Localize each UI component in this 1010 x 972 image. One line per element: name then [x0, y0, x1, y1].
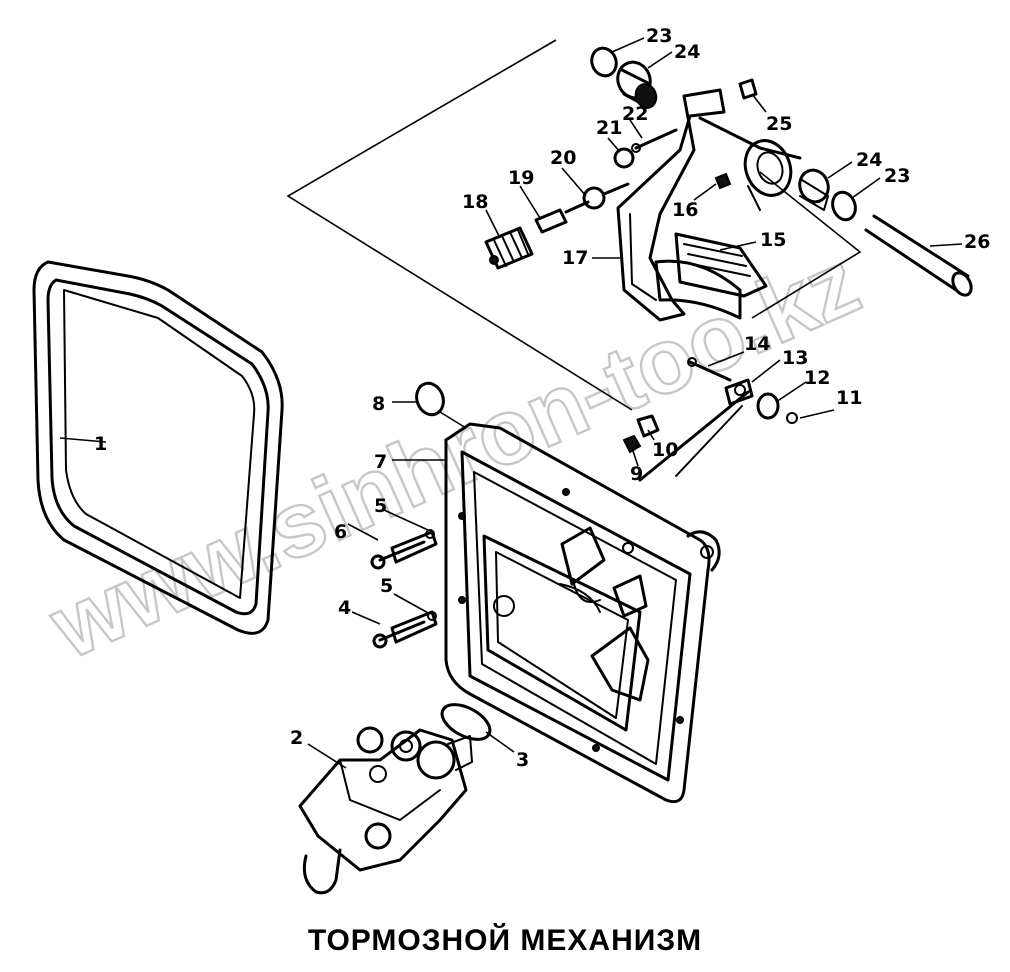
- label-part-19: 19: [508, 167, 534, 189]
- part-labels: 1 2 3 4 5 5 6 7 8 9 10 11 12 13 14 15 16…: [94, 25, 990, 771]
- part-19-pin: [534, 208, 568, 234]
- part-11-cotter: [786, 412, 798, 424]
- label-part-13: 13: [782, 347, 808, 369]
- label-part-5-upper: 5: [374, 495, 387, 517]
- label-part-23-lower: 23: [884, 165, 910, 187]
- part-16-nut: [714, 172, 732, 190]
- part-6-bolt: [370, 530, 438, 570]
- label-part-14: 14: [744, 333, 770, 355]
- part-12-bushing: [756, 392, 780, 420]
- part-7-housing-plate: [444, 422, 721, 804]
- part-22-bolt-head: [631, 143, 641, 153]
- label-part-3: 3: [516, 749, 529, 771]
- label-part-9: 9: [630, 463, 643, 485]
- label-part-15: 15: [760, 229, 786, 251]
- label-part-10: 10: [652, 439, 678, 461]
- part-2-brake-valve: [298, 726, 473, 895]
- part-22-bolt: [634, 128, 678, 150]
- part-18-spring: [484, 226, 534, 270]
- label-part-23-upper: 23: [646, 25, 672, 47]
- part-14-pin: [688, 360, 732, 382]
- push-rod: [638, 390, 750, 482]
- label-part-5-lower: 5: [380, 575, 393, 597]
- diagram-caption: ТОРМОЗНОЙ МЕХАНИЗМ: [307, 924, 703, 957]
- part-10-nut: [636, 414, 660, 438]
- part-17-pedal-lever: [616, 88, 726, 322]
- part-23-washer-lower: [831, 190, 857, 222]
- part-23-washer-upper: [590, 46, 618, 78]
- label-part-11: 11: [836, 387, 862, 409]
- label-part-8: 8: [372, 393, 385, 415]
- label-part-16: 16: [672, 199, 698, 221]
- push-rod-2: [675, 405, 743, 477]
- label-part-18: 18: [462, 191, 488, 213]
- label-part-21: 21: [596, 117, 622, 139]
- part-5-washer-upper: [425, 529, 435, 539]
- part-15-pedal-pad: [654, 232, 768, 320]
- part-8-plug: [415, 381, 445, 417]
- label-part-17: 17: [562, 247, 588, 269]
- leader-lines: [59, 37, 963, 769]
- part-13-clevis: [724, 378, 754, 406]
- label-part-22: 22: [622, 103, 648, 125]
- part-24-bushing-upper: [616, 60, 658, 109]
- label-part-4: 4: [338, 597, 351, 619]
- label-part-24-lower: 24: [856, 149, 882, 171]
- assembly-outline: [286, 39, 862, 411]
- part-25-nut: [738, 78, 758, 100]
- part-20-ball-joint: [564, 182, 630, 214]
- label-part-20: 20: [550, 147, 576, 169]
- label-part-24-upper: 24: [674, 41, 700, 63]
- label-part-1: 1: [94, 433, 107, 455]
- label-part-26: 26: [964, 231, 990, 253]
- part-9-nut: [622, 434, 642, 454]
- part-1-seal-frame: [32, 260, 284, 635]
- label-part-6: 6: [334, 521, 347, 543]
- part-21-clip: [613, 147, 635, 169]
- label-part-2: 2: [290, 727, 303, 749]
- label-part-12: 12: [804, 367, 830, 389]
- label-part-25: 25: [766, 113, 792, 135]
- part-5-washer-lower: [427, 611, 437, 621]
- watermark-text: www.sinhron-too.kz: [36, 231, 874, 679]
- part-24-bushing-lower: [798, 168, 830, 211]
- part-14-pin-head: [687, 357, 697, 367]
- part-4-bolt: [372, 610, 438, 649]
- part-26-shaft: [864, 214, 973, 297]
- label-part-7: 7: [374, 451, 387, 473]
- lever-hub: [698, 116, 802, 211]
